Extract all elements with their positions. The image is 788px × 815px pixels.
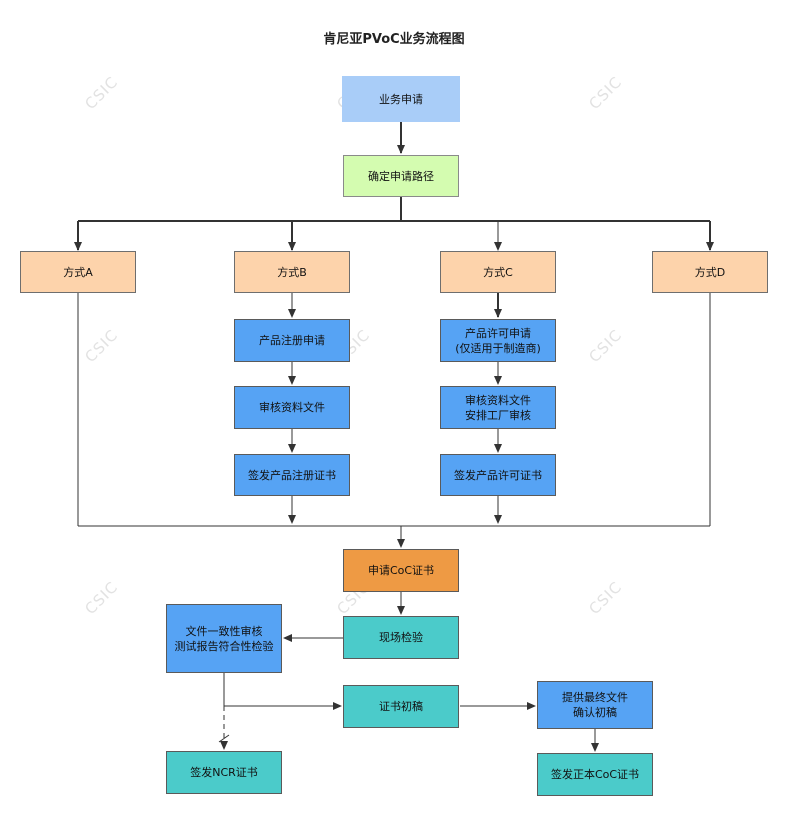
node-issue-license-cert: 签发产品许可证书 [440,454,556,496]
node-method-b: 方式B [234,251,350,293]
node-business-apply: 业务申请 [342,76,460,122]
page-title: 肯尼亚PVoC业务流程图 [323,32,465,47]
node-product-registration: 产品注册申请 [234,319,350,362]
node-doc-consistency-review: 文件一致性审核 测试报告符合性检验 [166,604,282,673]
node-apply-coc: 申请CoC证书 [343,549,459,592]
node-determine-route: 确定申请路径 [343,155,459,197]
node-issue-registration-cert: 签发产品注册证书 [234,454,350,496]
node-method-a: 方式A [20,251,136,293]
node-provide-final-docs: 提供最终文件 确认初稿 [537,681,653,729]
node-issue-coc-original: 签发正本CoC证书 [537,753,653,796]
node-method-c: 方式C [440,251,556,293]
connector-ncr-slash [218,734,230,743]
node-b-review-docs: 审核资料文件 [234,386,350,429]
connector-doc-draft [223,673,342,710]
node-issue-ncr: 签发NCR证书 [166,751,282,794]
node-c-review-audit: 审核资料文件 安排工厂审核 [440,386,556,429]
node-method-d: 方式D [652,251,768,293]
node-certificate-draft: 证书初稿 [343,685,459,728]
node-site-inspection: 现场检验 [343,616,459,659]
node-product-license: 产品许可申请 (仅适用于制造商) [440,319,556,362]
